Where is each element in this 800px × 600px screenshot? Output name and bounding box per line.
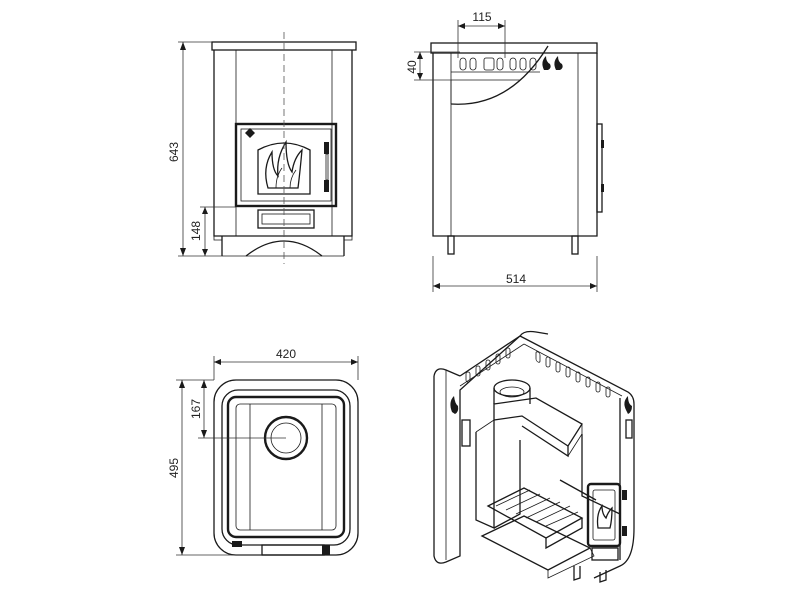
cutaway-door: [586, 482, 627, 561]
side-view: 115 40 514: [405, 10, 604, 292]
dimension-plan-depth: 495: [167, 458, 181, 478]
side-vent-slots: [459, 56, 563, 71]
dimension-plan-width: 420: [276, 347, 296, 361]
dimension-front-height: 643: [167, 142, 181, 162]
dimension-side-top-width: 115: [472, 10, 491, 24]
dimension-front-door-base: 148: [189, 221, 203, 241]
cutaway-vent-slots: [465, 347, 611, 398]
dimension-side-depth: 514: [506, 272, 526, 286]
cutaway-isometric-view: [433, 330, 635, 583]
front-view: 643 148: [167, 32, 357, 264]
plan-view: 420 495 167: [167, 347, 359, 556]
dimension-side-top-height: 40: [405, 60, 419, 74]
dimension-plan-chimney-offset: 167: [189, 399, 203, 419]
cutaway-grate: [486, 487, 584, 550]
